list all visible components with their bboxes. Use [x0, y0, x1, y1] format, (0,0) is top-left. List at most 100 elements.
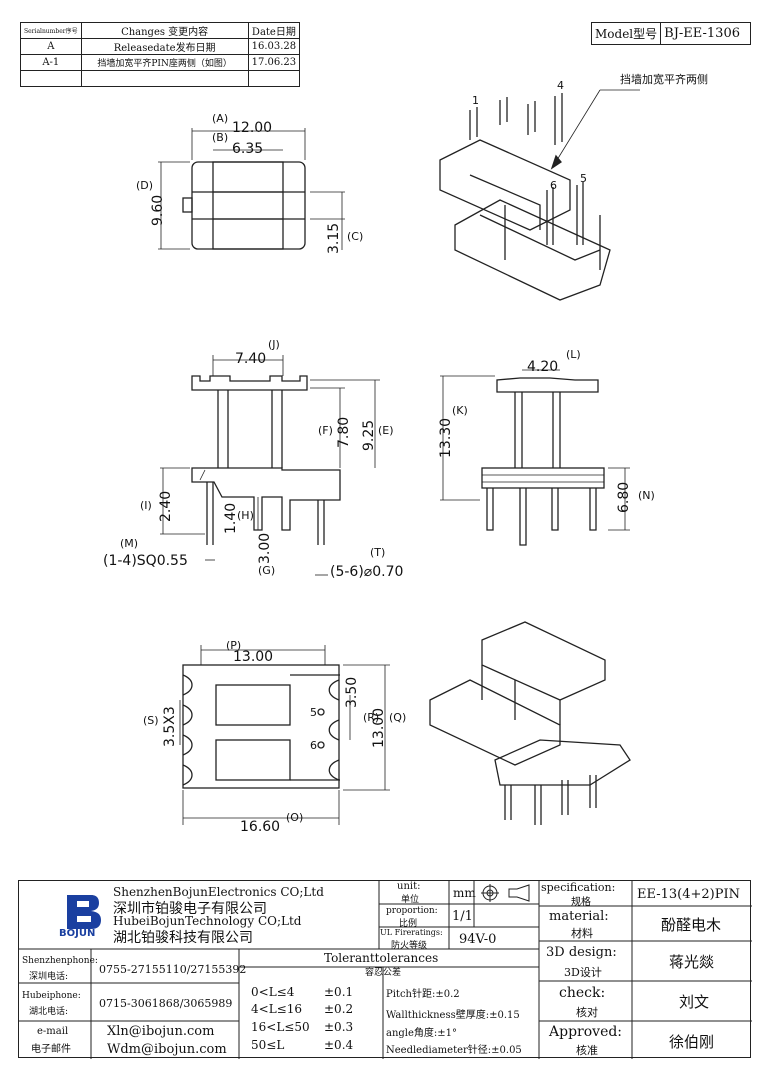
hb-phone: 0715-3061868/3065989 [99, 997, 233, 1010]
iso-view-1 [439, 89, 640, 301]
material-value: 酚醛电木 [661, 916, 722, 934]
spec-label: specification: [541, 881, 616, 894]
approved-value: 徐伯刚 [669, 1033, 715, 1051]
tolerance-cn: 容忍公差 [365, 968, 402, 978]
tol-value: ±0.2 [324, 1002, 354, 1016]
dim-value: 3.5X3 [162, 706, 178, 747]
dim-value: 13.00 [371, 707, 387, 748]
dim-value: 3.00 [257, 532, 273, 564]
pin-label: 6 [310, 739, 317, 752]
dim-value: 3.15 [326, 222, 342, 254]
approved-label: Approved: [549, 1024, 623, 1040]
email-label: e-mail [37, 1026, 69, 1037]
dim-tag: (M) [120, 537, 139, 550]
tol-range: 0<L≤4 [251, 985, 295, 999]
pitch-tolerance: Pitch针距:±0.2 [386, 989, 460, 1000]
dim-tag: (I) [140, 499, 152, 512]
pin-label: 6 [550, 179, 557, 192]
model-box: Model型号 BJ-EE-1306 [591, 22, 751, 45]
dim-value: 1.40 [223, 502, 239, 534]
unit-value: mm [453, 886, 476, 900]
title-block-grid [19, 881, 752, 1059]
dim-value: 3.50 [344, 676, 360, 708]
proportion-label: proportion: [386, 906, 438, 916]
dim-tag: (P) [226, 639, 242, 652]
dim-value: 7.80 [336, 416, 352, 448]
dim-tag: (J) [268, 338, 280, 351]
side-view [440, 369, 630, 546]
title-block: BOJUN ShenzhenBojunElectronics CO;Ltd 深圳… [18, 880, 752, 1059]
pin-label: 1 [472, 94, 479, 107]
sz-phone-cn: 深圳电话: [29, 972, 69, 982]
email-1: Xln@ibojun.com [107, 1024, 215, 1039]
proportion-value: 1/1 [452, 909, 473, 924]
spec-value: EE-13(4+2)PIN [637, 887, 740, 902]
ul-value: 94V-0 [459, 932, 497, 947]
design-value: 蒋光燚 [669, 953, 715, 971]
model-value: BJ-EE-1306 [664, 26, 740, 41]
tol-value: ±0.3 [324, 1020, 354, 1034]
tol-range: 50≤L [251, 1038, 285, 1052]
dim-value: 6.80 [616, 481, 632, 513]
pin-label: 5 [580, 172, 587, 185]
dim-value: 7.40 [235, 351, 267, 367]
dim-value: 16.60 [240, 819, 281, 835]
check-value: 刘文 [679, 993, 710, 1011]
proportion-cn: 比例 [399, 919, 418, 929]
company-cn-1: 深圳市铂骏电子有限公司 [113, 901, 267, 917]
tol-value: ±0.1 [324, 985, 354, 999]
dim-tag: (G) [258, 564, 276, 577]
revision-table: Serialnumber序号 Changes 变更内容 Date日期 A Rel… [20, 22, 301, 87]
dim-tag: (D) [136, 179, 154, 192]
dim-value: 9.60 [150, 194, 166, 226]
projection-symbol [481, 884, 533, 905]
company-en-2: HubeiBojunTechnology CO;Ltd [113, 914, 302, 928]
pin-label: 4 [557, 79, 564, 92]
needle-tolerance: Needlediameter针径:±0.05 [386, 1045, 522, 1056]
material-cn: 材料 [571, 927, 593, 940]
dim-tag: (A) [212, 112, 229, 125]
approved-cn: 核准 [576, 1044, 598, 1057]
email-cn: 电子邮件 [31, 1044, 71, 1055]
model-label: Model型号 [592, 23, 662, 44]
dim-value: 4.20 [527, 359, 559, 375]
dim-tag: (B) [212, 131, 229, 144]
email-2: Wdm@ibojun.com [107, 1042, 227, 1057]
bottom-view [179, 645, 390, 825]
company-en-1: ShenzhenBojunElectronics CO;Ltd [113, 885, 324, 899]
pin-label: 5 [310, 706, 317, 719]
dim-tag: (N) [638, 489, 655, 502]
callout-text: 挡墙加宽平齐两侧 [620, 73, 708, 86]
dim-value: 9.25 [361, 419, 377, 451]
iso-view-2 [429, 621, 631, 825]
wall-tolerance: Wallthickness壁厚度:±0.15 [386, 1010, 520, 1021]
dim-value: 12.00 [232, 120, 273, 136]
material-label: material: [549, 909, 609, 924]
hb-phone-cn: 湖北电话: [29, 1007, 69, 1017]
dim-tag: (K) [452, 404, 468, 417]
ul-cn: 防火等级 [391, 941, 428, 951]
dim-tag: (O) [286, 811, 304, 824]
dim-tag: (Q) [389, 711, 407, 724]
logo-text: BOJUN [59, 928, 96, 939]
front-view [160, 355, 380, 576]
top-view [158, 128, 345, 250]
dim-value: 6.35 [232, 141, 264, 157]
tol-range: 16<L≤50 [251, 1020, 310, 1034]
sz-phone-label: Shenzhenphone: [22, 956, 98, 966]
unit-cn: 单位 [401, 895, 420, 905]
tol-value: ±0.4 [324, 1038, 354, 1052]
check-label: check: [559, 985, 606, 1001]
dim-value: 13.30 [438, 417, 454, 458]
ul-label: UL Fireratings: [380, 928, 443, 937]
dim-tag: (H) [237, 509, 254, 522]
bojun-logo: BOJUN [59, 893, 103, 939]
tol-range: 4<L≤16 [251, 1002, 302, 1016]
hb-phone-label: Hubeiphone: [22, 991, 81, 1001]
dim-tag: (E) [378, 424, 394, 437]
dim-tag: (T) [370, 546, 386, 559]
dim-tag: (S) [143, 714, 159, 727]
check-cn: 核对 [576, 1006, 598, 1019]
dim-tag: (F) [318, 424, 333, 437]
dim-tag: (L) [566, 348, 581, 361]
